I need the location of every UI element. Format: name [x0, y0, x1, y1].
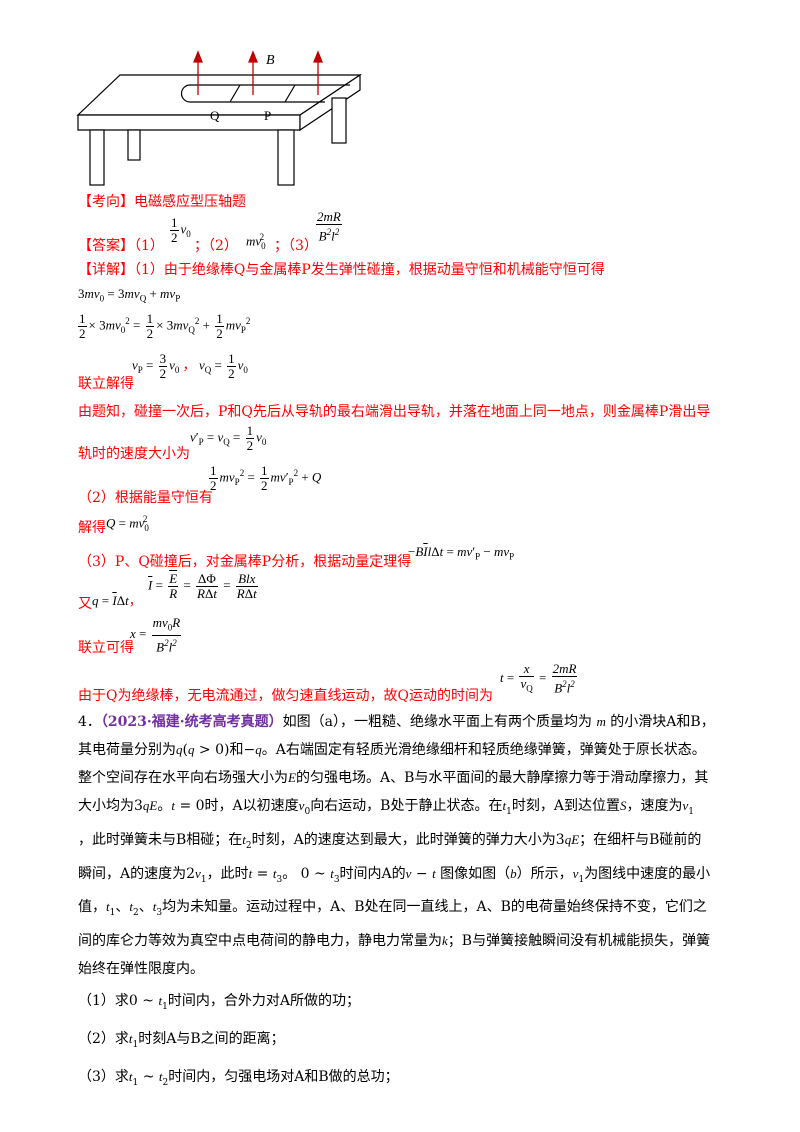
part2: （2）根据能量守恒有	[78, 490, 213, 506]
p4-line5: ，此时弹簧未与B相碰；在t2时刻，A的速度达到最大，此时弹簧的弹力大小为3qE；…	[78, 831, 702, 851]
p4-line7: 值，t1、t2、t3均为未知量。运动过程中，A、B处在同一直线上，A、B的电荷量…	[78, 899, 707, 919]
label-B: B	[266, 53, 275, 68]
answer-sep2: ；（2）	[194, 238, 238, 254]
p4-question3: （3）求t1 ~ t2时间内，匀强电场对A和B做的总功；	[78, 1068, 399, 1088]
eq-charge: q = IΔt，	[92, 593, 142, 608]
eq-impulse: −BIlΔt = mv′P − mvP	[408, 544, 515, 562]
field-arrows	[193, 50, 323, 95]
eq-q-result: Q = mv02	[106, 514, 149, 533]
solve2: 解得	[78, 520, 106, 536]
p4-line3: 整个空间存在水平向右场强大小为E的匀强电场。A、B与水平面间的最大静摩擦力等于滑…	[78, 770, 709, 786]
table-figure: B Q P	[76, 50, 362, 186]
detail-line1: 【详解】（1）由于绝缘棒Q与金属棒P发生弹性碰撞，根据动量守恒和机械能守恒可得	[78, 262, 605, 278]
label-Q: Q	[210, 108, 220, 123]
p4-line1: 4．（2023·福建·统考高考真题）如图（a），一粗糙、绝缘水平面上有两个质量均…	[78, 714, 715, 730]
kaoxiang: 【考向】电磁感应型压轴题	[78, 194, 246, 210]
p4-line4: 大小均为3qE。t = 0时，A以初速度v0向右运动，B处于静止状态。在t1时刻…	[78, 798, 694, 817]
rod-Q	[229, 84, 241, 103]
solve1: 联立解得	[78, 376, 134, 392]
part3: （3）P、Q碰撞后，对金属棒P分析，根据动量定理得	[78, 554, 412, 570]
also: 又	[78, 596, 92, 612]
p4-line6: 瞬间，A的速度为2v1，此时t = t3。 0 ~ t3时间内A的v − t 图…	[78, 865, 711, 885]
p4-line9: 始终在弹性限度内。	[78, 961, 204, 978]
label-P: P	[264, 108, 271, 123]
text-speed: 轨时的速度大小为	[78, 446, 190, 462]
p4-question1: （1）求0 ~ t1时间内，合外力对A所做的功；	[78, 993, 360, 1012]
p4-line8: 间的库仑力等效为真空中点电荷间的静电力，静电力常量为k；B与弹簧接触瞬间没有机械…	[78, 933, 711, 950]
problem-source[interactable]: （2023·福建·统考高考真题）	[100, 714, 283, 730]
solve3: 联立可得	[78, 640, 134, 656]
q-line: 由于Q为绝缘棒，无电流通过，做匀速直线运动，故Q运动的时间为	[78, 688, 493, 704]
answer-prefix: 【答案】（1）	[78, 238, 164, 254]
rod-P	[284, 84, 296, 103]
problem-4: 4．（2023·福建·统考高考真题）如图（a），一粗糙、绝缘水平面上有两个质量均…	[78, 708, 718, 1097]
rails	[180, 84, 350, 103]
eq-momentum: 3mv0 = 3mvQ + mvP	[78, 286, 181, 304]
p4-line2: 其电荷量分别为q(q > 0)和−q。A右端固定有轻质光滑绝缘细杆和轻质绝缘弹簧…	[78, 742, 706, 758]
p4-question2: （2）求t1时刻A与B之间的距离；	[78, 1030, 285, 1050]
answer-2: mv02	[246, 232, 266, 251]
answer-sep3: ；（3）	[274, 238, 318, 254]
text-topic: 由题知，碰撞一次后，P和Q先后从导轨的最右端滑出导轨，并落在地面上同一地点，则金…	[78, 404, 711, 420]
